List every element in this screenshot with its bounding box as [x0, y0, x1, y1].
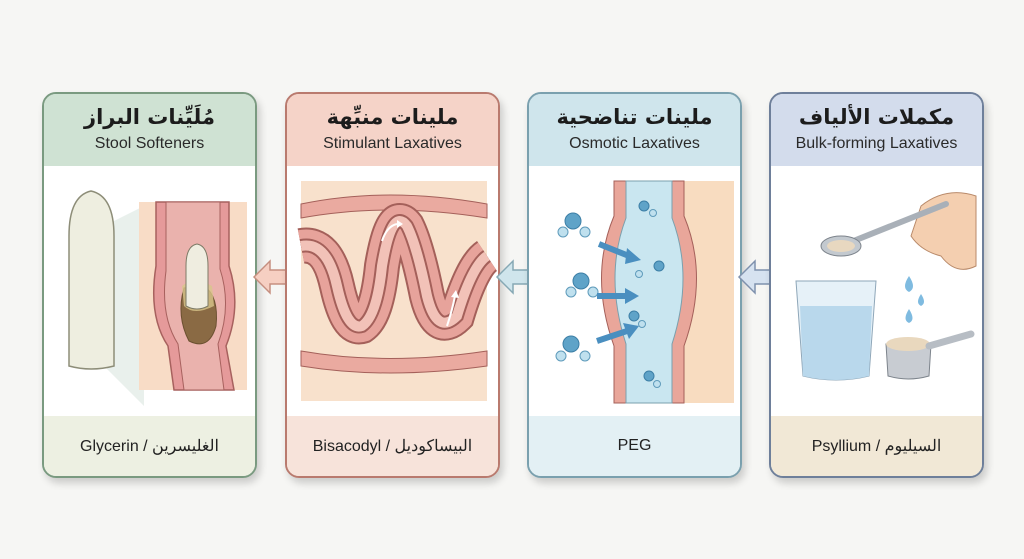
- card-footer: Psyllium / السيليوم: [771, 416, 982, 476]
- example-drug: PEG: [617, 437, 652, 454]
- example-drug: Bisacodyl / البيساكوديل: [312, 438, 473, 455]
- card-stool-softeners: مُلَيِّنات البراز Stool Softeners Glycer…: [42, 92, 257, 478]
- fiber-supplement-illustration: [771, 166, 982, 418]
- card-stimulant-laxatives: ملينات منبِّهة Stimulant Laxatives Bisac…: [285, 92, 500, 478]
- title-english: Bulk-forming Laxatives: [795, 135, 958, 152]
- title-english: Osmotic Laxatives: [569, 135, 700, 152]
- osmotic-illustration: [529, 166, 740, 418]
- title-arabic: مُلَيِّنات البراز: [83, 105, 216, 129]
- card-footer: PEG: [529, 416, 740, 476]
- title-arabic: ملينات تناضحية: [556, 105, 713, 129]
- card-header: مكملات الألياف Bulk-forming Laxatives: [771, 94, 982, 166]
- card-footer: Bisacodyl / البيساكوديل: [287, 416, 498, 476]
- peristalsis-illustration: [287, 166, 498, 418]
- arrow-left-icon: [252, 259, 287, 295]
- card-bulk-forming-laxatives: مكملات الألياف Bulk-forming Laxatives Ps…: [769, 92, 984, 478]
- title-arabic: ملينات منبِّهة: [326, 105, 459, 129]
- example-drug: Psyllium / السيليوم: [811, 438, 942, 455]
- title-arabic: مكملات الألياف: [798, 105, 955, 129]
- title-english: Stimulant Laxatives: [323, 135, 462, 152]
- card-header: ملينات منبِّهة Stimulant Laxatives: [287, 94, 498, 166]
- card-header: ملينات تناضحية Osmotic Laxatives: [529, 94, 740, 166]
- card-header: مُلَيِّنات البراز Stool Softeners: [44, 94, 255, 166]
- suppository-illustration: [44, 166, 255, 418]
- title-english: Stool Softeners: [94, 135, 205, 152]
- example-drug: Glycerin / الغليسرين: [80, 438, 219, 455]
- card-osmotic-laxatives: ملينات تناضحية Osmotic Laxatives: [527, 92, 742, 478]
- card-footer: Glycerin / الغليسرين: [44, 416, 255, 476]
